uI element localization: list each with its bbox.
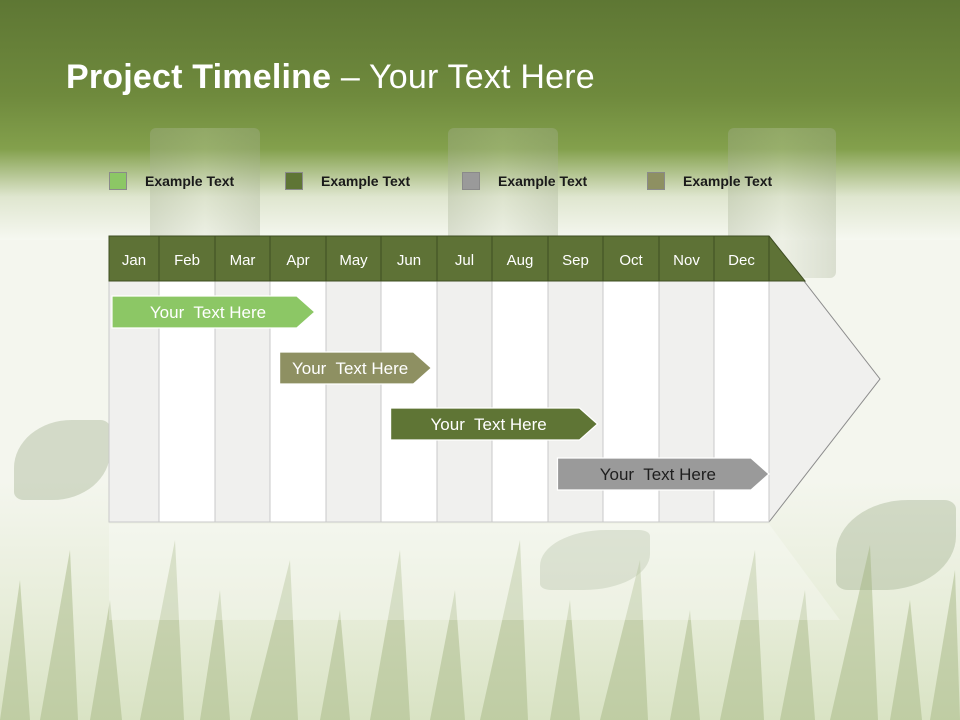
month-label: Apr [286, 252, 309, 269]
month-label: Aug [507, 252, 534, 269]
task-label: Your Text Here [150, 303, 266, 322]
task-label: Your Text Here [431, 415, 547, 434]
legend-item: Example Text [462, 170, 587, 192]
month-header-band [108, 235, 807, 282]
timeline-reflection [109, 524, 840, 620]
month-column [436, 280, 493, 523]
task-label: Your Text Here [600, 465, 716, 484]
month-column [380, 280, 438, 523]
legend-label: Example Text [145, 173, 235, 189]
task-label: Your Text Here [292, 359, 408, 378]
month-label: Mar [230, 252, 256, 269]
month-label: Dec [728, 252, 755, 269]
month-label: Jul [455, 252, 474, 269]
month-label: Oct [619, 252, 643, 269]
header-band [0, 0, 960, 240]
month-label: May [339, 252, 368, 269]
legend-label: Example Text [498, 173, 588, 189]
month-label: Jun [397, 252, 421, 269]
task-bar [111, 295, 316, 329]
page-title-rest: – Your Text Here [331, 58, 595, 96]
legend-swatch [109, 172, 127, 190]
legend-item: Example Text [285, 170, 410, 192]
legend-label: Example Text [683, 173, 773, 189]
legend-swatch [462, 172, 480, 190]
month-column [491, 280, 549, 523]
month-label: Nov [673, 252, 700, 269]
legend-swatch [285, 172, 303, 190]
task-bar [390, 407, 599, 441]
month-label: Jan [122, 252, 146, 269]
background-grass [0, 540, 960, 720]
task-bar [556, 457, 770, 491]
page-title: Project Timeline – Your Text Here [66, 58, 595, 97]
legend-swatch [647, 172, 665, 190]
legend-item: Example Text [647, 170, 772, 192]
task-bar [279, 351, 433, 385]
page-title-bold: Project Timeline [66, 58, 332, 96]
month-label: Sep [562, 252, 589, 269]
legend-label: Example Text [321, 173, 411, 189]
month-column [325, 280, 382, 523]
legend-item: Example Text [109, 170, 234, 192]
month-label: Feb [174, 252, 200, 269]
